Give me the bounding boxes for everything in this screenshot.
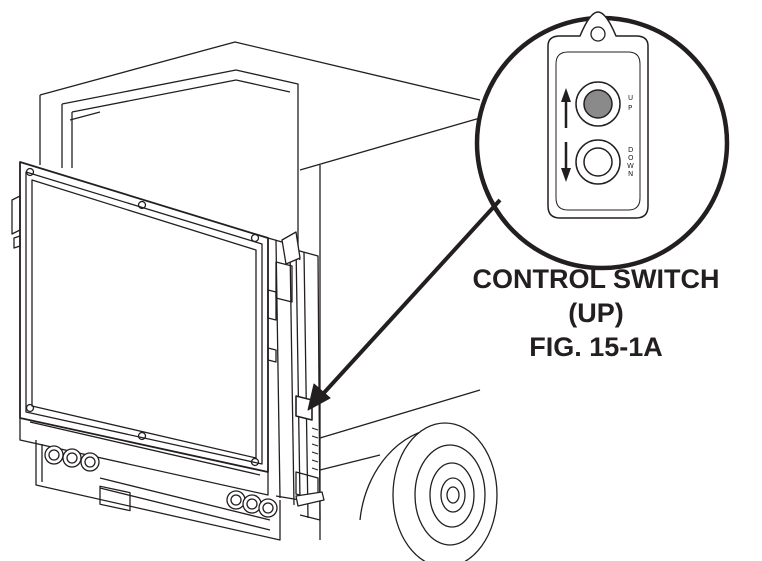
truck-body xyxy=(39,41,481,540)
liftgate-base xyxy=(19,418,281,541)
figure-caption: CONTROL SWITCH (UP) FIG. 15-1A xyxy=(440,262,752,364)
caption-subtitle: (UP) xyxy=(568,298,624,328)
up-button xyxy=(575,81,621,127)
up-label: U P xyxy=(628,94,633,112)
down-label: D O W N xyxy=(627,146,634,178)
down-arrow-icon xyxy=(561,142,571,182)
svg-text:W: W xyxy=(627,162,634,170)
svg-text:P: P xyxy=(628,104,632,112)
liftgate-platform xyxy=(11,161,269,473)
caption-figure-number: FIG. 15-1A xyxy=(529,332,663,362)
svg-text:N: N xyxy=(628,170,633,178)
down-button xyxy=(575,139,621,185)
truck-wheel xyxy=(359,422,498,561)
liftgate-column xyxy=(267,231,325,521)
up-arrow-icon xyxy=(561,88,571,128)
leader-arrow xyxy=(307,198,502,411)
svg-text:O: O xyxy=(628,154,634,162)
svg-text:U: U xyxy=(628,94,633,102)
svg-text:D: D xyxy=(628,146,633,154)
caption-title: CONTROL SWITCH xyxy=(472,264,720,294)
